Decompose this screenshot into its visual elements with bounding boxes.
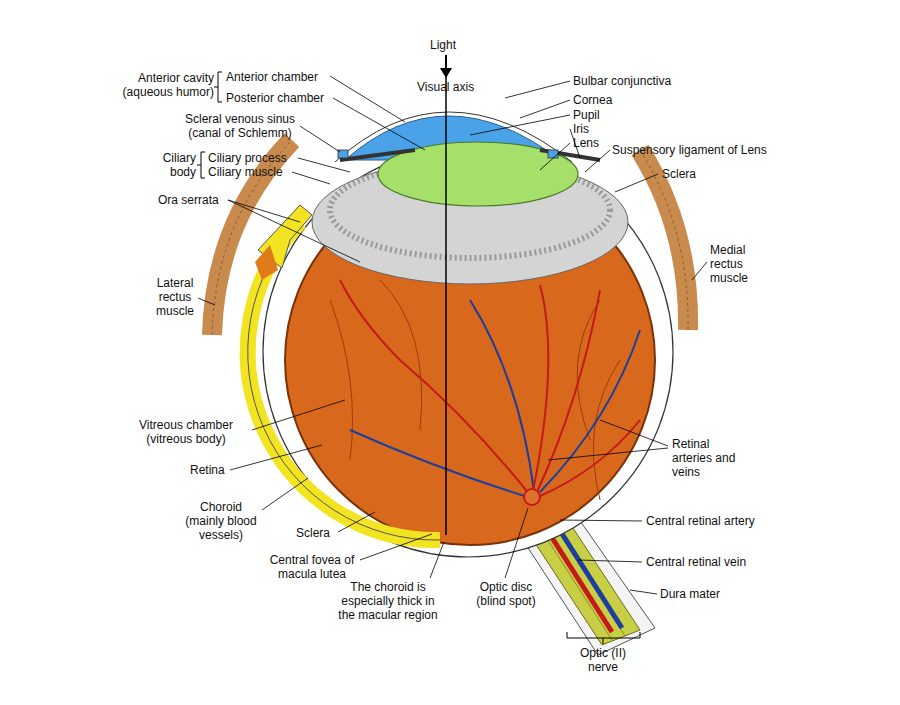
part-label: Iris [573,122,589,136]
light-arrow [445,55,447,70]
part-label: Scleral venous sinus (canal of Schlemm) [178,112,302,140]
part-label: Ciliary body [150,151,196,179]
part-label: Retinal arteries and veins [672,437,742,479]
part-label: Dura mater [660,587,720,601]
bracket [214,72,222,102]
light-arrowhead [440,68,452,78]
part-label: Optic disc (blind spot) [470,580,542,608]
part-label: Lens [573,136,599,150]
part-label: The choroid is especially thick in the m… [338,580,438,622]
part-label: Ciliary muscle [208,165,283,179]
choroid-texture [330,280,620,500]
part-label: Sclera [662,167,696,181]
part-label: Choroid (mainly blood vessels) [182,500,260,542]
part-label: Ora serrata [158,193,219,207]
part-label: Light [430,38,456,52]
part-label: Suspensory ligament of Lens [612,143,767,157]
part-label: Posterior chamber [226,91,324,105]
part-label: Anterior chamber [226,70,318,84]
part-label: Bulbar conjunctiva [573,74,671,88]
part-label: Central retinal vein [646,555,746,569]
bracket [567,632,640,644]
part-label: Medial rectus muscle [710,243,770,285]
retinal-vessels [340,280,640,497]
optic-disc [524,489,540,505]
part-label: Ciliary process [208,151,287,165]
part-label: Lateral rectus muscle [148,276,202,318]
bracket [197,152,205,178]
schlemm [548,150,558,158]
part-label: Pupil [573,108,600,122]
part-label: Sclera [296,526,330,540]
part-label: Retina [190,463,225,477]
part-label: Anterior cavity (aqueous humor) [112,71,214,99]
part-label: Vitreous chamber (vitreous body) [122,418,250,446]
part-label: Cornea [573,93,612,107]
cut-orange [255,245,278,280]
visual-axis [445,60,447,535]
part-label: Visual axis [417,80,474,94]
part-label: Central retinal artery [646,514,755,528]
part-label: Central fovea of macula lutea [262,553,362,581]
part-label: Optic (II) nerve [570,646,636,674]
